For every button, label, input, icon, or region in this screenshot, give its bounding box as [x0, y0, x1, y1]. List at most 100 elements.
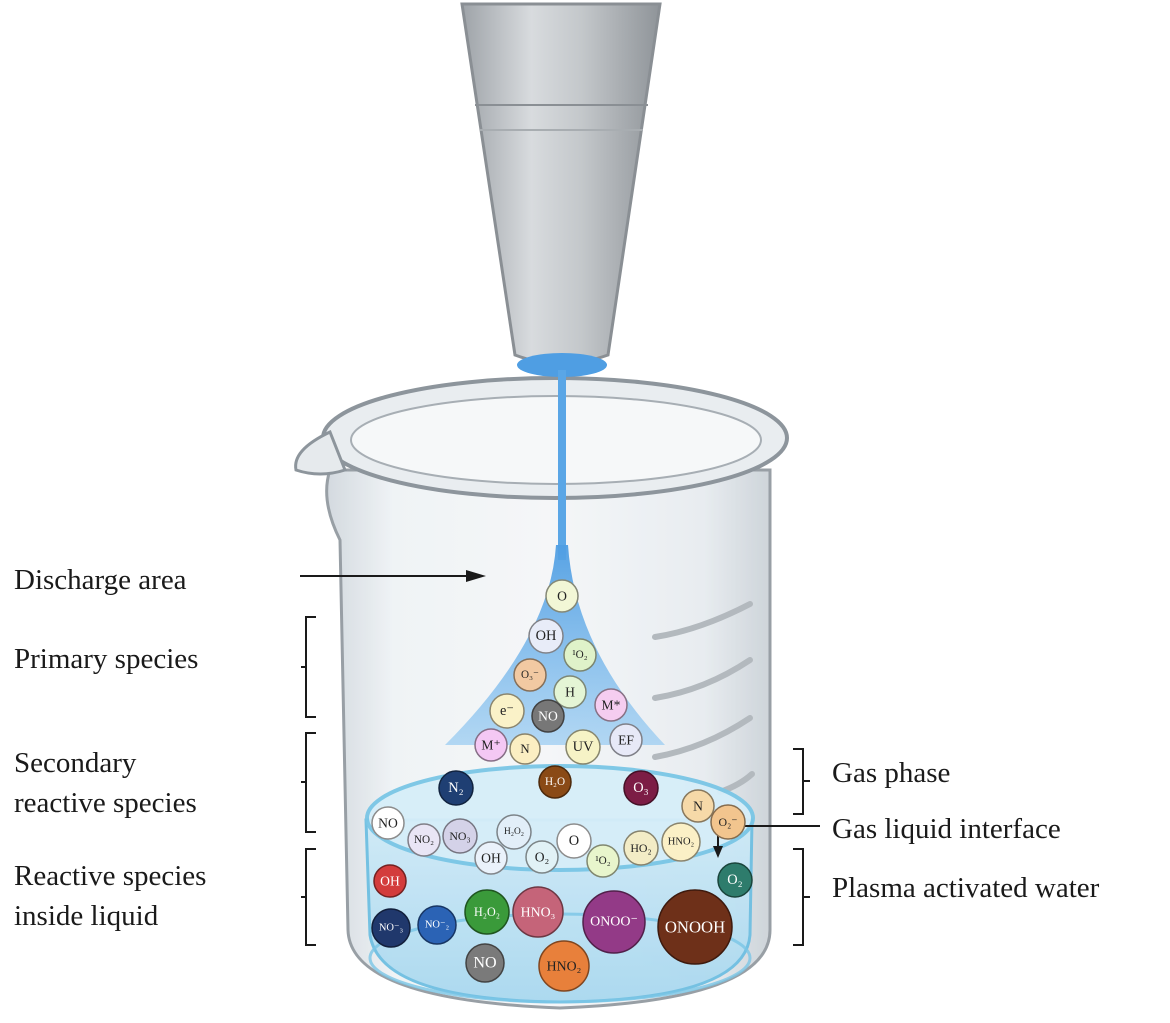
label-discharge-area: Discharge area — [14, 564, 187, 596]
molecule-label: NO₃ — [449, 829, 470, 843]
molecule-circle — [489, 693, 525, 729]
molecule-liquid: ONOO⁻ — [582, 890, 646, 954]
molecule-circle — [717, 862, 753, 898]
electrode-body — [460, 2, 662, 365]
molecule-secondary: ¹O₂ — [586, 844, 620, 878]
molecule-primary: M* — [594, 688, 628, 722]
molecule-primary: ¹O₂ — [563, 638, 597, 672]
molecule-circle — [417, 905, 457, 945]
molecule-circle — [525, 840, 559, 874]
molecule-label: H₂O₂ — [504, 827, 524, 837]
molecule-liquid: NO⁻₃ — [371, 908, 411, 948]
molecule-circle — [373, 864, 407, 898]
molecule-label: NO — [538, 709, 558, 724]
molecule-secondary: NO — [371, 806, 405, 840]
molecule-secondary: HO₂ — [623, 830, 659, 866]
molecule-circle — [496, 814, 532, 850]
bracket-secondary — [305, 732, 316, 833]
molecule-circle — [538, 765, 572, 799]
molecule-circle — [513, 658, 547, 692]
molecule-liquid: O₂ — [717, 862, 753, 898]
molecule-secondary: O₂ — [525, 840, 559, 874]
molecule-label: NO⁻₃ — [379, 923, 404, 934]
molecule-label: ¹O₂ — [595, 855, 610, 867]
molecule-label: O₂ — [727, 872, 742, 888]
molecule-secondary: N — [681, 789, 715, 823]
bracket-plasma-water — [793, 848, 804, 946]
molecule-primary: OH — [528, 618, 564, 654]
electrode — [460, 2, 662, 377]
label-gas-phase: Gas phase — [832, 757, 950, 789]
molecule-secondary: O₂⁻ — [710, 804, 746, 840]
molecule-label: N — [693, 799, 703, 814]
molecule-label: HNO₃ — [521, 905, 556, 920]
molecule-label: HNO₂ — [668, 837, 695, 848]
plasma-stream — [558, 370, 566, 560]
molecule-label: EF — [618, 733, 634, 748]
molecule-label: O — [557, 589, 567, 604]
molecule-label: H₂O — [545, 776, 565, 788]
discharge-arrow-head — [466, 570, 486, 582]
molecule-circle — [582, 890, 646, 954]
molecule-liquid: H₂O₂ — [464, 889, 510, 935]
labels: Discharge area Primary species Secondary… — [14, 564, 1100, 932]
molecule-label: e⁻ — [500, 703, 514, 719]
molecule-label: OH — [380, 874, 400, 889]
bracket-inside — [305, 848, 316, 946]
molecule-circle — [556, 823, 592, 859]
molecule-primary: UV — [565, 729, 601, 765]
molecule-circle — [609, 723, 643, 757]
molecule-circle — [538, 940, 590, 992]
molecule-circle — [474, 728, 508, 762]
molecule-label: NO — [473, 955, 496, 972]
molecule-circle — [371, 908, 411, 948]
molecule-label: N₂ — [448, 780, 463, 796]
annotations — [300, 570, 820, 946]
molecule-liquid: NO⁻₂ — [417, 905, 457, 945]
molecule-primary: M⁺ — [474, 728, 508, 762]
molecule-label: O₂⁻ — [718, 815, 737, 829]
molecule-label: N — [520, 742, 529, 756]
molecule-label: ¹O₂ — [572, 649, 587, 661]
molecule-label: OH — [536, 628, 557, 644]
molecule-circle — [623, 770, 659, 806]
label-gas-liquid-interface: Gas liquid interface — [832, 813, 1061, 845]
beaker-rim-inner — [350, 395, 762, 485]
molecule-circle — [512, 886, 564, 938]
molecule-label: O₃ — [633, 780, 648, 796]
molecule-primary: H — [553, 675, 587, 709]
molecule-circle — [474, 841, 508, 875]
molecule-secondary: OH — [474, 841, 508, 875]
molecule-circle — [594, 688, 628, 722]
molecule-liquid: ONOOH — [657, 889, 733, 965]
label-primary-species: Primary species — [14, 643, 198, 675]
molecule-circle — [657, 889, 733, 965]
molecule-primary: e⁻ — [489, 693, 525, 729]
molecule-label: H — [565, 685, 575, 700]
molecule-liquid: OH — [373, 864, 407, 898]
molecule-label: ONOOH — [665, 918, 725, 937]
molecule-secondary: O — [556, 823, 592, 859]
label-inside-line2: inside liquid — [14, 900, 159, 932]
molecule-circle — [407, 823, 441, 857]
molecule-label: H₂O₂ — [474, 905, 500, 919]
molecule-label: M⁺ — [481, 738, 500, 753]
molecule-circle — [553, 675, 587, 709]
label-inside-line1: Reactive species — [14, 860, 206, 892]
molecule-circle — [661, 822, 701, 862]
molecule-label: NO₂ — [414, 834, 434, 846]
bracket-gas-phase — [793, 748, 804, 815]
beaker-spout — [294, 429, 347, 476]
molecule-secondary: HNO₂ — [661, 822, 701, 862]
molecule-label: M* — [602, 698, 621, 713]
interface-arrow-head — [713, 846, 723, 858]
molecule-secondary: O₃ — [623, 770, 659, 806]
molecule-label: NO⁻₂ — [425, 920, 450, 931]
molecule-secondary: N₂ — [438, 770, 474, 806]
molecule-secondary: H₂O₂ — [496, 814, 532, 850]
molecule-secondary: NO₂ — [407, 823, 441, 857]
molecule-primary: O — [545, 579, 579, 613]
